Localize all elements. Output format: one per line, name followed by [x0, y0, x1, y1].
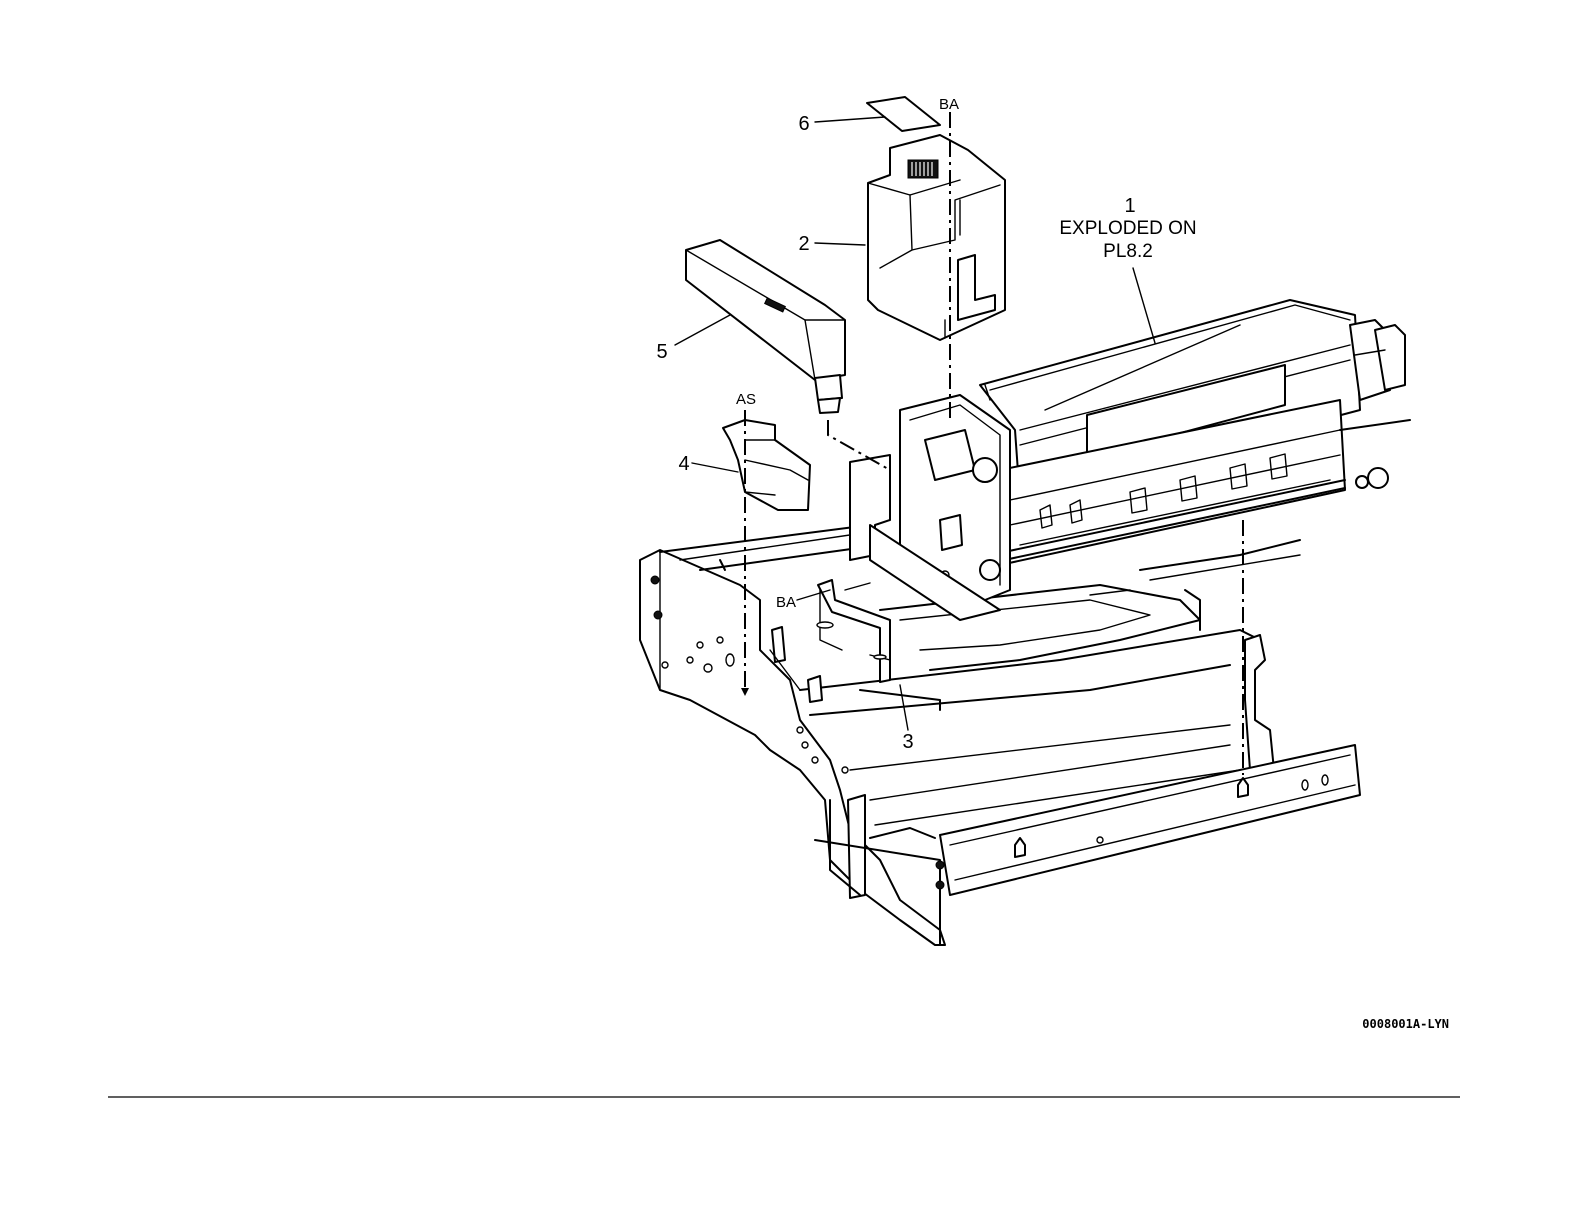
figure-code: 0008001A-LYN	[1362, 1017, 1449, 1031]
part-6-label	[867, 97, 940, 131]
part-3-bracket	[817, 580, 890, 682]
callout-2: 2	[798, 233, 809, 255]
ref-tag-ba-top: BA	[939, 96, 959, 113]
part-1-assembly	[850, 300, 1410, 620]
part-2-vent-grille	[908, 160, 938, 178]
part-4-bracket	[723, 420, 810, 510]
ref-tag-as: AS	[736, 391, 756, 408]
callout-1-note-line2: PL8.2	[1103, 241, 1153, 262]
callout-6: 6	[798, 113, 809, 135]
callout-1: 1	[1124, 195, 1135, 217]
callout-5: 5	[656, 341, 667, 363]
ref-tag-ba-lower: BA	[776, 594, 796, 611]
callout-3: 3	[902, 731, 913, 753]
part-2-cover	[868, 135, 1005, 340]
callout-4: 4	[678, 453, 689, 475]
callout-1-note-line1: EXPLODED ON	[1059, 218, 1196, 239]
